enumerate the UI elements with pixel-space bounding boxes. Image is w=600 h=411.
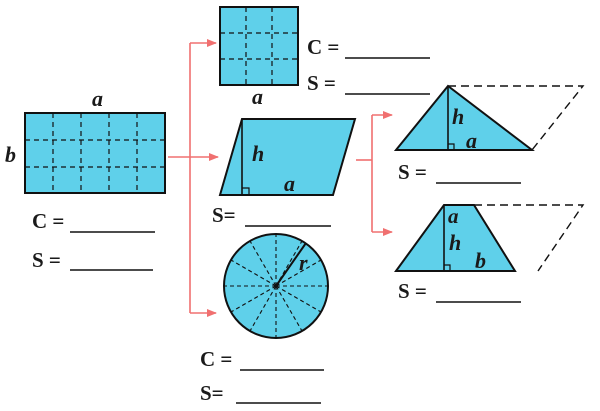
triangle-dashed-complement — [448, 85, 585, 151]
triangle-base: a — [466, 128, 477, 153]
trapezoid-bottom: b — [475, 248, 486, 273]
parallelogram-base: a — [284, 171, 295, 196]
parallelogram-right-angle — [242, 187, 250, 195]
trapezoid-top: a — [448, 204, 459, 228]
trapezoid-right-angle — [444, 264, 451, 271]
parallelogram-height: h — [252, 141, 264, 166]
triangle-right-angle — [448, 143, 455, 150]
rectangle-shape — [24, 112, 166, 194]
trapezoid-height: h — [449, 230, 461, 255]
parallelogram-shape — [218, 118, 357, 196]
branch-arrows-left — [168, 39, 219, 317]
circle-shape — [223, 233, 329, 339]
square-side-a: a — [252, 84, 263, 109]
square-shape — [219, 6, 299, 86]
square-area-label: S = — [307, 71, 336, 95]
square-grid — [220, 7, 298, 85]
parallelogram-area-label: S= — [212, 203, 236, 227]
trapezoid-dashed-complement — [474, 204, 585, 272]
rectangle-area-label: S = — [32, 248, 61, 272]
circle-area-label: S= — [200, 381, 224, 405]
circle-radius: r — [299, 250, 308, 275]
rectangle-side-b: b — [5, 142, 16, 167]
square-perimeter-label: C = — [307, 35, 339, 59]
circle-radius-line — [275, 242, 307, 287]
trapezoid-shape — [394, 204, 585, 272]
triangle-shape — [393, 84, 585, 151]
rectangle-side-a: a — [92, 86, 103, 111]
triangle-height: h — [452, 104, 464, 129]
trapezoid-area-label: S = — [398, 279, 427, 303]
branch-arrows-right — [356, 111, 393, 236]
triangle-area-label: S = — [398, 160, 427, 184]
rectangle-perimeter-label: C = — [32, 209, 64, 233]
circle-perimeter-label: C = — [200, 347, 232, 371]
rectangle-grid — [25, 113, 165, 193]
